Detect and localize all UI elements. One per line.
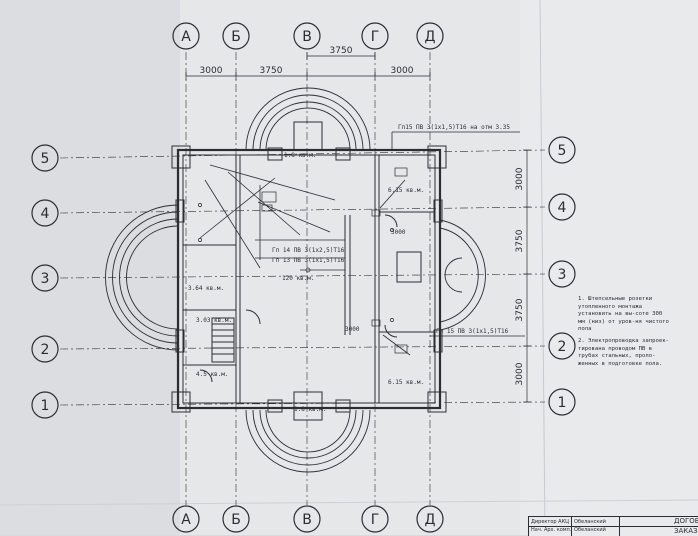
cable-label-1: Гп15 ПВ 3(1х1,5)Т16 на отм 3.35 xyxy=(398,124,510,131)
axis-label-1-left: 1 xyxy=(41,398,50,414)
room-area-left-1: 3.64 кв.м. xyxy=(188,285,224,292)
tb-label-1: Директор АКЦ xyxy=(531,519,570,525)
wiring-lines xyxy=(199,131,525,356)
label-height-lower: 3000 xyxy=(345,326,360,333)
tb-doc-2: ЗАКАЗ xyxy=(674,527,698,535)
axis-label-b-bottom: Б xyxy=(231,512,241,528)
dim-top-mid: 3750 xyxy=(260,66,283,76)
axis-bubble-a-top xyxy=(172,22,200,50)
electrical-fixtures xyxy=(198,167,408,354)
axis-bubble-3-right xyxy=(548,260,576,288)
axis-label-2-right: 2 xyxy=(558,339,567,355)
tb-name-1: Обеланский xyxy=(574,519,606,525)
dim-right-lower-b: 3000 xyxy=(515,362,525,385)
axis-bubble-5-left xyxy=(31,144,59,172)
axis-label-b-top: Б xyxy=(231,29,241,45)
axis-bubble-4-right xyxy=(548,193,576,221)
dim-right-upper: 3000 xyxy=(515,167,525,190)
dimension-lines xyxy=(185,52,531,403)
axis-label-1-right: 1 xyxy=(558,395,567,411)
axis-label-5-left: 5 xyxy=(41,151,50,167)
note-2: 2. Электропроводка запроек-тирована пров… xyxy=(578,338,669,367)
axis-bubble-g-top xyxy=(361,22,389,50)
label-height-upper: 3000 xyxy=(391,229,406,236)
axis-label-d-bottom: Д xyxy=(425,512,436,528)
wall-details xyxy=(171,121,447,421)
axis-label-d-top: Д xyxy=(425,29,436,45)
tb-label-2: Нач. Арх. комп. xyxy=(531,527,572,533)
axis-label-5-right: 5 xyxy=(558,143,567,159)
dim-top-right: 3000 xyxy=(391,66,414,76)
porch-arcs xyxy=(105,87,486,473)
axis-bubble-g-bottom xyxy=(361,505,389,533)
axis-bubble-v-top xyxy=(293,22,321,50)
room-area-top-porch: 1.8 кв.м. xyxy=(284,152,317,159)
dim-top-left: 3000 xyxy=(200,66,223,76)
axis-bubble-b-top xyxy=(222,22,250,50)
axis-label-3-left: 3 xyxy=(41,271,50,287)
axis-bubble-5-right xyxy=(548,136,576,164)
axis-bubble-2-left xyxy=(31,335,59,363)
cable-label-2: Гп 14 ПВ 3(1х2,5)Т16 xyxy=(272,247,345,254)
axis-bubble-2-right xyxy=(548,332,576,360)
axis-label-a-top: А xyxy=(181,29,191,45)
note-1: 1. Штепсельные розетки утопленного монта… xyxy=(578,296,669,332)
tb-name-2: Обеланский xyxy=(574,527,606,533)
cable-label-4: Гп 15 ПВ 3(1х1,5)Т16 xyxy=(436,328,509,335)
title-block: Директор АКЦ Обеланский Нач. Арх. комп. … xyxy=(528,516,698,536)
room-area-left-2: 3.03 кв.м. xyxy=(196,317,232,324)
axis-label-4-right: 4 xyxy=(558,200,567,216)
room-area-hall: 120 кв.м. xyxy=(282,275,315,282)
axis-bubble-d-top xyxy=(416,22,444,50)
axis-bubble-d-bottom xyxy=(416,505,444,533)
axis-bubble-a-bottom xyxy=(172,505,200,533)
dim-right-lower-a: 3750 xyxy=(515,298,525,321)
axis-label-v-bottom: В xyxy=(302,512,312,528)
room-area-right-bottom: 6.15 кв.м. xyxy=(388,379,424,386)
room-area-left-3: 4.5 кв.м. xyxy=(196,371,229,378)
axis-bubble-1-left xyxy=(31,391,59,419)
room-area-right-top: 6.15 кв.м. xyxy=(388,187,424,194)
axis-bubble-b-bottom xyxy=(222,505,250,533)
axis-bubble-v-bottom xyxy=(293,505,321,533)
tb-doc-1: ДОГОВ xyxy=(674,517,698,525)
axis-bubble-3-left xyxy=(31,264,59,292)
cable-label-3: Гп 13 ПВ 3(1х1,5)Т16 xyxy=(272,257,345,264)
axis-bubble-1-right xyxy=(548,388,576,416)
axis-bubble-4-left xyxy=(31,199,59,227)
axis-label-v-top: В xyxy=(302,29,312,45)
axis-label-a-bottom: А xyxy=(181,512,191,528)
axis-label-4-left: 4 xyxy=(41,206,50,222)
axis-label-g-bottom: Г xyxy=(371,512,380,528)
axis-label-2-left: 2 xyxy=(41,342,50,358)
room-area-bottom-porch: 1.8 кв.м. xyxy=(294,406,327,413)
axis-label-g-top: Г xyxy=(371,29,380,45)
dim-right-mid: 3750 xyxy=(515,229,525,252)
dim-top-inner: 3750 xyxy=(330,46,353,56)
axis-label-3-right: 3 xyxy=(558,267,567,283)
